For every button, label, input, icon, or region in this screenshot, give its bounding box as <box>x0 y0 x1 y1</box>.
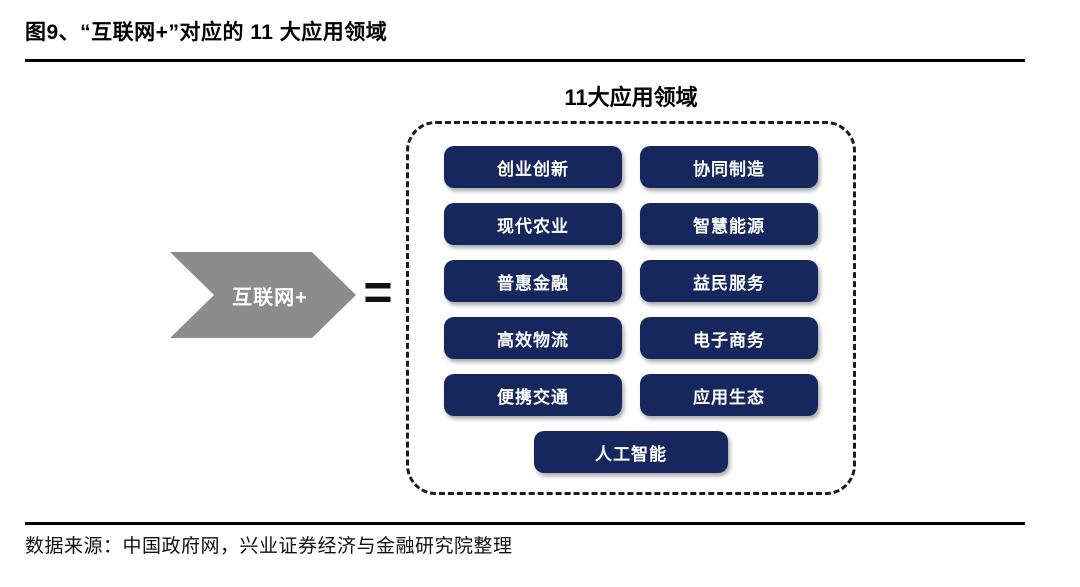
domain-item-puhui-jinrong: 普惠金融 <box>444 260 622 302</box>
domain-item-rengong-zhineng: 人工智能 <box>534 431 728 473</box>
domain-item-xietong-zhizao: 协同制造 <box>640 146 818 188</box>
domains-box: 创业创新 协同制造 现代农业 智慧能源 普惠金融 益民服务 高效物流 电子商务 … <box>406 121 856 495</box>
domains-box-title: 11大应用领域 <box>564 85 698 110</box>
domain-item-xiandai-nongye: 现代农业 <box>444 203 622 245</box>
figure-title: 图9、“互联网+”对应的 11 大应用领域 <box>25 21 388 44</box>
chevron-arrow-icon <box>170 252 356 338</box>
domain-item-yimin-fuwu: 益民服务 <box>640 260 818 302</box>
internet-plus-arrow: 互联网+ <box>170 252 356 338</box>
title-divider <box>25 59 1025 62</box>
domain-item-bianxie-jiaotong: 便携交通 <box>444 374 622 416</box>
internet-plus-label: 互联网+ <box>232 286 308 309</box>
domain-item-yingyong-shengtai: 应用生态 <box>640 374 818 416</box>
data-source: 数据来源：中国政府网，兴业证券经济与金融研究院整理 <box>25 536 513 557</box>
equals-sign: = <box>363 264 393 320</box>
domain-item-dianzi-shangwu: 电子商务 <box>640 317 818 359</box>
domain-item-zhihui-nengyuan: 智慧能源 <box>640 203 818 245</box>
domain-item-chuangye-chuangxin: 创业创新 <box>444 146 622 188</box>
source-divider <box>25 522 1025 525</box>
domain-item-gaoxiao-wuliu: 高效物流 <box>444 317 622 359</box>
